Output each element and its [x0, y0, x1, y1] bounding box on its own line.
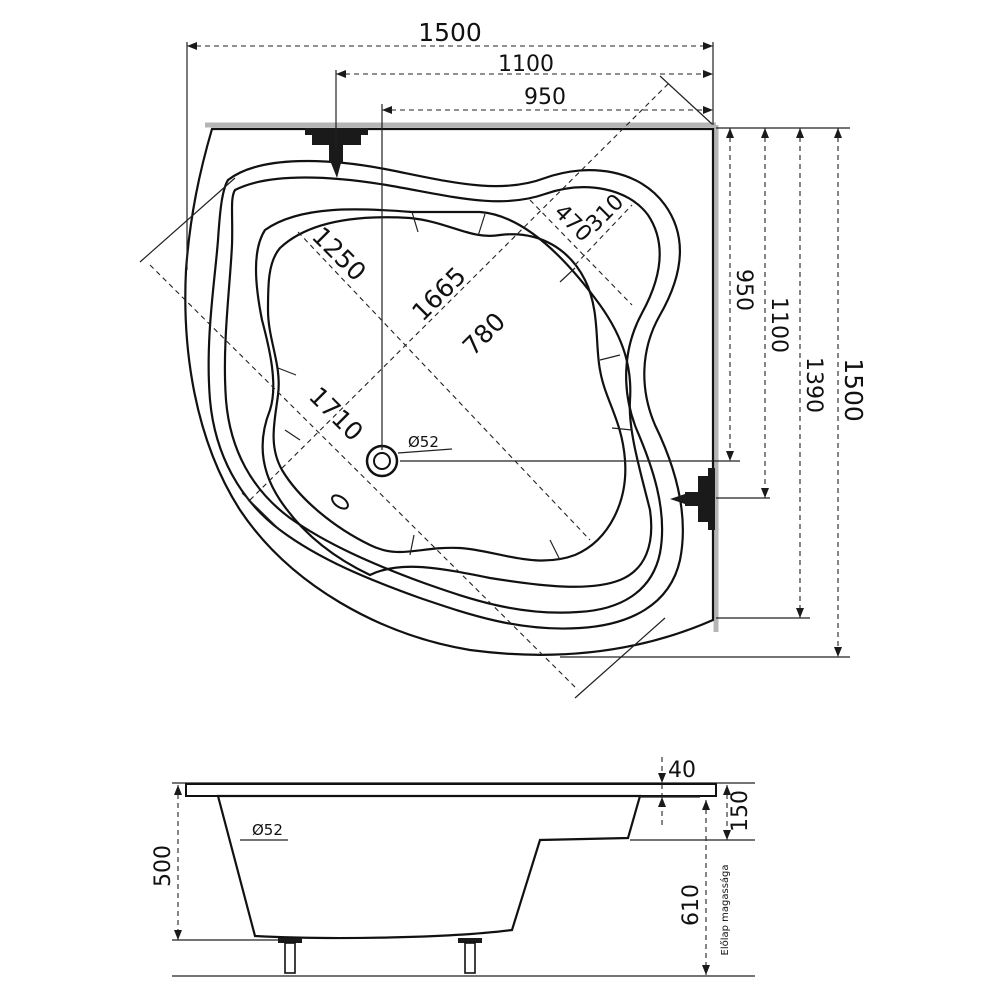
- label-1390-right: 1390: [801, 357, 826, 413]
- dim-500: 500: [151, 785, 182, 940]
- dim-top-950: 950: [381, 85, 713, 450]
- dim-top-1100: 1100: [335, 52, 713, 150]
- plan-view: 1500 1100 950 950: [139, 18, 868, 699]
- tub-rim-contour: [207, 159, 684, 630]
- dim-right-950: 950: [726, 128, 756, 461]
- dim-40: 40: [640, 757, 700, 825]
- dim-right-lines: [400, 127, 850, 658]
- label-610: 610: [679, 884, 704, 926]
- label-1665: 1665: [406, 261, 471, 326]
- label-1500-top: 1500: [418, 18, 482, 47]
- label-950-right: 950: [731, 269, 756, 311]
- label-overflow-diameter: Ø52: [252, 821, 283, 839]
- label-drain-diameter: Ø52: [408, 433, 439, 451]
- label-1100-right: 1100: [766, 297, 791, 353]
- rim-profile: [185, 783, 717, 797]
- drain-leader-line: [397, 448, 453, 454]
- leg-left: [278, 938, 302, 974]
- dim-diag-1665: [139, 177, 666, 699]
- overflow-hole: [331, 494, 349, 510]
- dim-610: 610 Előlap magassága: [679, 800, 731, 975]
- label-1100-top: 1100: [498, 52, 554, 77]
- leg-right: [458, 938, 482, 974]
- dim-diag-1710: [241, 75, 713, 531]
- tub-seat-contour: [254, 208, 653, 588]
- label-1500-right: 1500: [839, 358, 868, 422]
- drain: [365, 444, 399, 478]
- dim-right-1390: 1390: [796, 128, 826, 618]
- tub-basin: [266, 216, 627, 562]
- dim-right-1100: 1100: [761, 128, 791, 498]
- label-apron-caption: Előlap magassága: [719, 864, 731, 955]
- seat-seam-ticks: [277, 211, 633, 561]
- label-40: 40: [668, 758, 696, 783]
- dim-right-1500: 1500: [834, 128, 868, 657]
- label-1250: 1250: [306, 221, 371, 286]
- shell-profile: [216, 794, 642, 940]
- section-view: 500 40 150 610 Előlap magassága Ø52: [151, 757, 755, 977]
- label-950-top: 950: [524, 85, 566, 110]
- faucet-right: [670, 468, 715, 530]
- label-500: 500: [151, 845, 176, 887]
- dim-top-1500: 1500: [186, 18, 714, 270]
- label-780: 780: [457, 307, 511, 361]
- label-150: 150: [728, 790, 753, 832]
- dim-diag-inner: [297, 199, 633, 541]
- dim-150: 150: [723, 785, 753, 840]
- tub-rim-inner-contour: [223, 176, 664, 614]
